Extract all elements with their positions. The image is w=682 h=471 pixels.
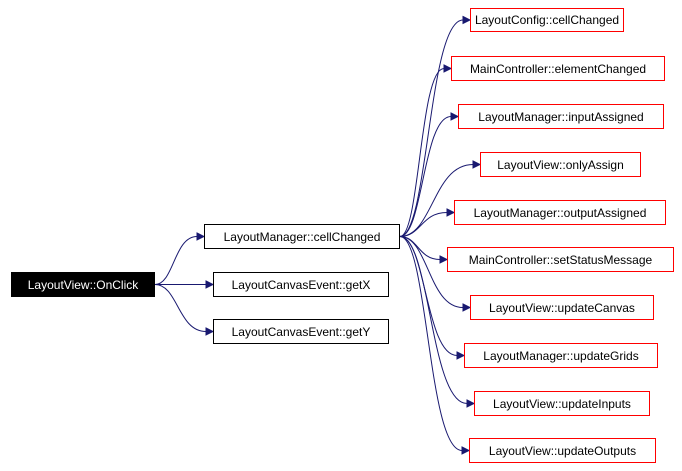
- node-layoutcanvasevent-getx[interactable]: LayoutCanvasEvent::getX: [213, 272, 389, 297]
- arrowhead-set_status_message: [439, 255, 449, 264]
- node-maincontroller-setstatusmessage[interactable]: MainController::setStatusMessage: [447, 247, 674, 272]
- node-layoutcanvasevent-gety[interactable]: LayoutCanvasEvent::getY: [213, 319, 389, 344]
- arrowhead-get_x: [205, 280, 215, 289]
- edge-cell_changed-to-input_assigned: [399, 116, 452, 237]
- edge-root-to-get_y: [154, 284, 207, 332]
- arrowhead-update_inputs: [466, 399, 476, 408]
- arrowhead-output_assigned: [446, 208, 456, 217]
- arrowhead-config_cell_changed: [462, 15, 472, 25]
- arrowhead-update_grids: [456, 351, 466, 360]
- node-layoutconfig-cellchanged[interactable]: LayoutConfig::cellChanged: [470, 8, 624, 32]
- node-maincontroller-elementchanged[interactable]: MainController::elementChanged: [451, 56, 665, 81]
- node-layoutview-onclick[interactable]: LayoutView::OnClick: [11, 272, 155, 297]
- edge-cell_changed-to-element_changed: [399, 68, 445, 237]
- arrowhead-cell_changed: [196, 232, 206, 241]
- node-layoutmanager-cellchanged[interactable]: LayoutManager::cellChanged: [204, 224, 400, 249]
- edge-cell_changed-to-config_cell_changed: [399, 19, 464, 237]
- arrowhead-get_y: [205, 327, 215, 336]
- node-layoutview-updateinputs[interactable]: LayoutView::updateInputs: [474, 391, 650, 416]
- edge-root-to-cell_changed: [154, 236, 198, 285]
- arrowhead-input_assigned: [450, 112, 460, 121]
- arrowhead-only_assign: [472, 160, 482, 169]
- node-layoutmanager-outputassigned[interactable]: LayoutManager::outputAssigned: [454, 200, 666, 225]
- node-layoutview-onlyassign[interactable]: LayoutView::onlyAssign: [480, 152, 641, 177]
- arrowhead-update_canvas: [462, 303, 472, 312]
- node-layoutmanager-inputassigned[interactable]: LayoutManager::inputAssigned: [458, 104, 664, 129]
- edge-cell_changed-to-update_inputs: [399, 236, 468, 404]
- arrowhead-update_outputs: [461, 446, 471, 455]
- node-layoutmanager-updategrids[interactable]: LayoutManager::updateGrids: [464, 343, 658, 368]
- node-layoutview-updateoutputs[interactable]: LayoutView::updateOutputs: [469, 438, 656, 463]
- edge-cell_changed-to-update_canvas: [399, 236, 464, 308]
- node-layoutview-updatecanvas[interactable]: LayoutView::updateCanvas: [470, 295, 654, 320]
- arrowhead-element_changed: [443, 64, 453, 73]
- edge-cell_changed-to-only_assign: [399, 164, 474, 237]
- edge-cell_changed-to-update_outputs: [399, 236, 463, 451]
- edge-cell_changed-to-output_assigned: [399, 212, 448, 237]
